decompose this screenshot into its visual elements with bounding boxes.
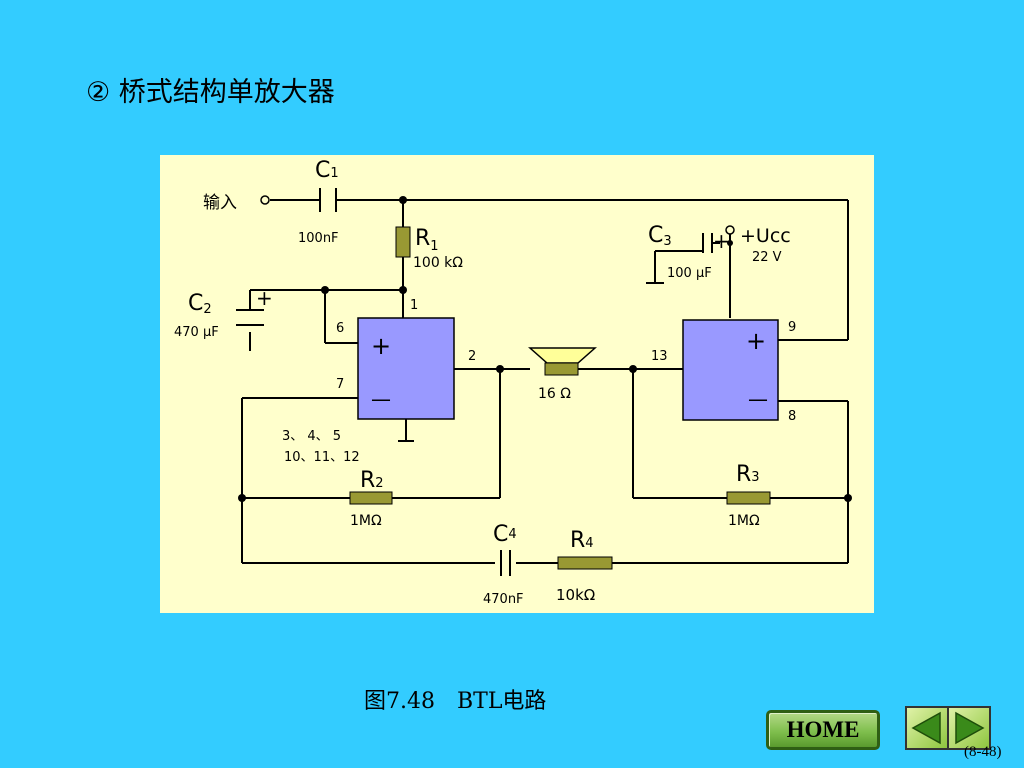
wires xyxy=(241,199,849,564)
amp2-minus-label: — xyxy=(748,387,768,411)
pin-1: 1 xyxy=(410,298,418,313)
arrow-left-icon xyxy=(911,711,941,745)
input-terminal xyxy=(260,195,270,205)
c3-plus: + xyxy=(713,229,730,253)
arrow-right-icon xyxy=(955,711,985,745)
c1-value: 100nF xyxy=(298,231,339,246)
c3-label: C3 xyxy=(648,223,672,249)
amp2-plus-label: + xyxy=(746,327,766,355)
next-slide-button[interactable] xyxy=(947,706,991,750)
resistor-r4 xyxy=(557,556,613,570)
r1-label: R1 xyxy=(415,226,439,254)
pin-6: 6 xyxy=(336,321,344,336)
pin-9: 9 xyxy=(788,320,796,335)
home-button[interactable]: HOME xyxy=(766,710,880,750)
previous-slide-button[interactable] xyxy=(905,706,949,750)
supply-value: 22 V xyxy=(752,250,782,265)
speaker-icon xyxy=(528,347,597,376)
r3-label: R3 xyxy=(736,462,760,487)
amplifier-2 xyxy=(682,319,779,421)
r3-value: 1MΩ xyxy=(728,513,760,529)
c1-label: C1 xyxy=(315,158,339,183)
c4-value: 470nF xyxy=(483,592,524,607)
ground-pins-line1: 3、 4、 5 xyxy=(282,429,341,444)
pin-7: 7 xyxy=(336,377,344,392)
r4-label: R4 xyxy=(570,528,594,553)
pin-8: 8 xyxy=(788,409,796,424)
page-number: (8-48) xyxy=(964,744,1002,760)
amp1-plus-label: + xyxy=(371,332,391,360)
amplifier-1 xyxy=(357,317,455,420)
resistor-r1 xyxy=(395,226,411,258)
amp1-minus-label: — xyxy=(371,387,391,411)
c2-label: C2 xyxy=(188,291,212,317)
speaker-value: 16 Ω xyxy=(538,386,571,402)
r2-value: 1MΩ xyxy=(350,513,382,529)
slide-title: ② 桥式结构单放大器 xyxy=(86,77,335,108)
circuit-svg: 输入 C1 100nF R1 100 kΩ C2 + 470 μF C3 + 1… xyxy=(174,158,852,607)
supply-label: +Ucc xyxy=(740,225,791,247)
r2-label: R2 xyxy=(360,468,384,493)
c4-label: C4 xyxy=(493,522,517,547)
btl-circuit-diagram: 输入 C1 100nF R1 100 kΩ C2 + 470 μF C3 + 1… xyxy=(160,155,874,613)
figure-caption: 图7.48 BTL电路 xyxy=(364,689,547,714)
ground-pins-line2: 10、11、12 xyxy=(284,450,360,465)
resistor-r3 xyxy=(726,491,771,505)
input-label: 输入 xyxy=(203,193,237,213)
c2-value: 470 μF xyxy=(174,325,219,340)
c2-plus: + xyxy=(256,286,273,310)
r4-value: 10kΩ xyxy=(556,586,595,604)
junction-dots xyxy=(238,196,852,502)
pin-2: 2 xyxy=(468,349,476,364)
capacitor-plates xyxy=(236,188,713,576)
supply-terminal xyxy=(725,225,735,235)
resistor-r2 xyxy=(349,491,393,505)
pin-13: 13 xyxy=(651,349,668,364)
r1-value: 100 kΩ xyxy=(413,255,463,271)
c3-value: 100 μF xyxy=(667,266,712,281)
